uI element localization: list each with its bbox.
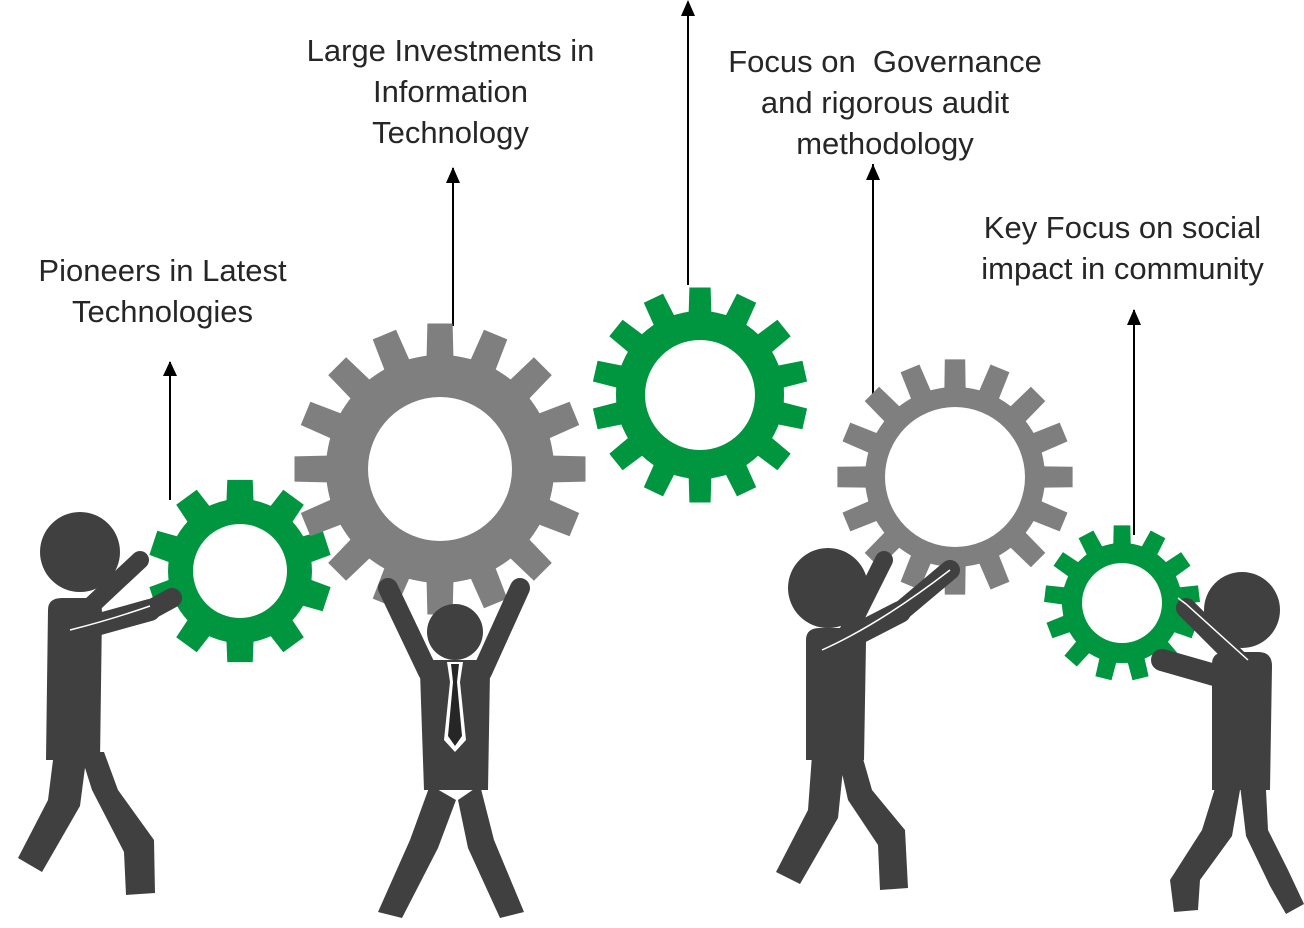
label-pioneers: Pioneers in Latest Technologies bbox=[10, 250, 315, 332]
arrowheads bbox=[163, 0, 1141, 376]
person-icon bbox=[776, 548, 960, 890]
arrowhead bbox=[866, 164, 880, 180]
label-line: Information bbox=[372, 74, 529, 109]
person-icon bbox=[378, 578, 530, 918]
gear-hole bbox=[645, 340, 755, 450]
gear-hole bbox=[1082, 563, 1162, 643]
label-line: Technology bbox=[372, 115, 529, 150]
label-investments: Large Investments in Information Technol… bbox=[278, 30, 623, 153]
label-line: Focus on Governance bbox=[728, 44, 1042, 79]
label-line: impact in community bbox=[981, 251, 1264, 286]
label-line: Pioneers in Latest bbox=[38, 253, 287, 288]
arrowhead bbox=[446, 167, 460, 183]
arm-highlight bbox=[1177, 597, 1249, 661]
label-line: Technologies bbox=[72, 294, 253, 329]
gear-hole bbox=[368, 397, 512, 541]
arrowhead bbox=[681, 0, 695, 16]
label-line: Large Investments in bbox=[306, 33, 595, 68]
person-icon bbox=[18, 512, 182, 895]
arrowhead bbox=[1127, 309, 1141, 325]
label-line: and rigorous audit bbox=[760, 85, 1010, 120]
arrowhead bbox=[163, 361, 177, 376]
arm-highlight bbox=[821, 569, 951, 651]
label-line: Key Focus on social bbox=[983, 210, 1262, 245]
arrows bbox=[169, 2, 1135, 535]
gears-group bbox=[149, 287, 1200, 681]
gear-hole bbox=[885, 407, 1025, 547]
label-governance: Focus on Governance and rigorous audit m… bbox=[700, 41, 1070, 164]
person-icon bbox=[1151, 572, 1304, 914]
gear-hole bbox=[193, 524, 287, 618]
label-social-impact: Key Focus on social impact in community bbox=[955, 207, 1290, 289]
arm-highlight bbox=[69, 605, 151, 631]
label-line: methodology bbox=[796, 126, 974, 161]
tie-icon bbox=[444, 662, 466, 752]
